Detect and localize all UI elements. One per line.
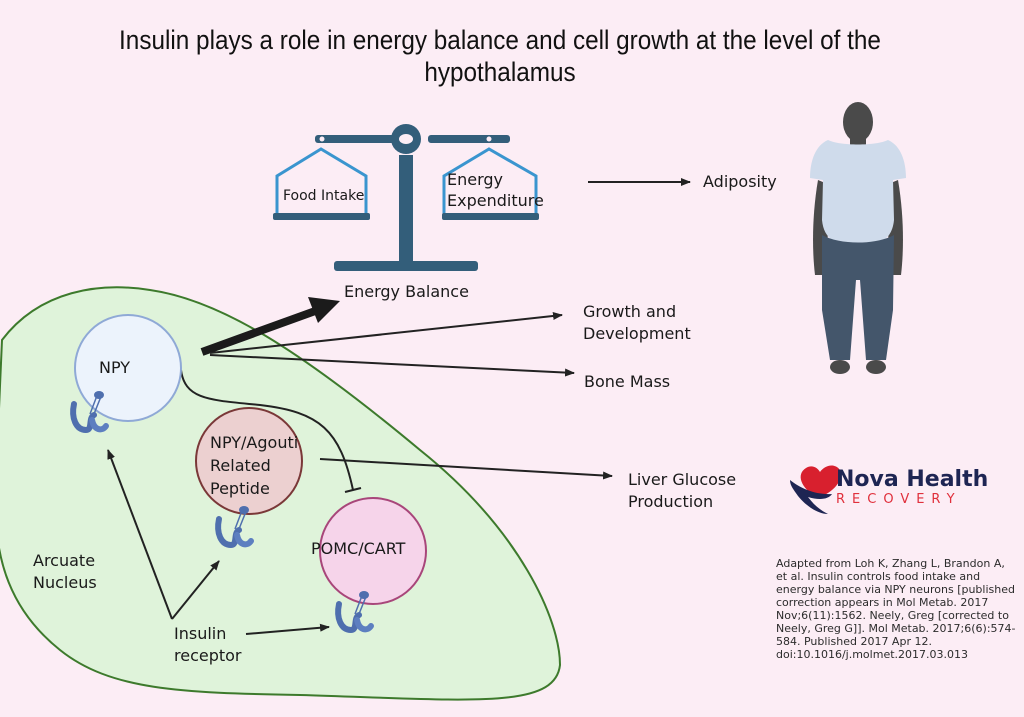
receptor-line2: receptor: [174, 646, 242, 665]
insulin-receptor-icon: [70, 391, 109, 434]
receptor-to-agrp-arrow: [171, 560, 220, 620]
growth-line2: Development: [583, 324, 691, 343]
logo-name: Nova Health: [836, 467, 989, 492]
liver-glucose-arrow: [319, 458, 613, 480]
energy-balance-label: Energy Balance: [344, 282, 469, 301]
citation-text: Adapted from Loh K, Zhang L, Brandon A, …: [776, 557, 1016, 661]
agrp-line3: Peptide: [210, 479, 270, 498]
liver-line2: Production: [628, 492, 714, 511]
page-title: Insulin plays a role in energy balance a…: [119, 25, 881, 87]
arcuate-line2: Nucleus: [33, 573, 97, 592]
insulin-receptor-label: Insulin receptor: [174, 623, 242, 667]
growth-arrow: [209, 311, 563, 354]
energy-expenditure-label: Energy Expenditure: [447, 169, 544, 211]
liver-glucose-label: Liver Glucose Production: [628, 469, 736, 513]
scale-icon: [273, 124, 539, 271]
arcuate-nucleus-label: Arcuate Nucleus: [33, 550, 97, 594]
arcuate-line1: Arcuate: [33, 551, 96, 570]
agrp-label: NPY/Agouti Related Peptide: [210, 431, 298, 500]
bone-mass-label: Bone Mass: [584, 372, 671, 391]
insulin-receptor-icon: [335, 591, 374, 634]
npy-inhibits-pomc-line: [180, 369, 362, 493]
energy-expenditure-line1: Energy: [447, 170, 504, 189]
insulin-receptor-icon: [215, 506, 254, 549]
energy-expenditure-line2: Expenditure: [447, 191, 544, 210]
receptor-to-npy-arrow: [107, 449, 173, 620]
growth-development-label: Growth and Development: [583, 301, 691, 345]
receptor-to-pomc-arrow: [245, 623, 330, 635]
energy-balance-thick-arrow: [200, 297, 340, 356]
logo-subtitle: RECOVERY: [836, 492, 962, 507]
npy-label: NPY: [99, 358, 131, 377]
pomc-label: POMC/CART: [311, 539, 406, 558]
nova-health-logo-icon: [790, 465, 841, 514]
growth-line1: Growth and: [583, 302, 677, 321]
bone-mass-arrow: [209, 354, 575, 377]
agrp-line1: NPY/Agouti: [210, 433, 299, 452]
agrp-line2: Related: [210, 456, 271, 475]
liver-line1: Liver Glucose: [628, 470, 737, 489]
pomc-neuron: [319, 497, 427, 605]
food-intake-label: Food Intake: [283, 188, 365, 204]
receptor-line1: Insulin: [174, 624, 227, 643]
agrp-neuron: [195, 407, 303, 515]
person-figure-icon: [810, 102, 906, 374]
nova-health-logo: Nova Health RECOVERY: [836, 467, 988, 507]
adiposity-label: Adiposity: [703, 172, 777, 191]
